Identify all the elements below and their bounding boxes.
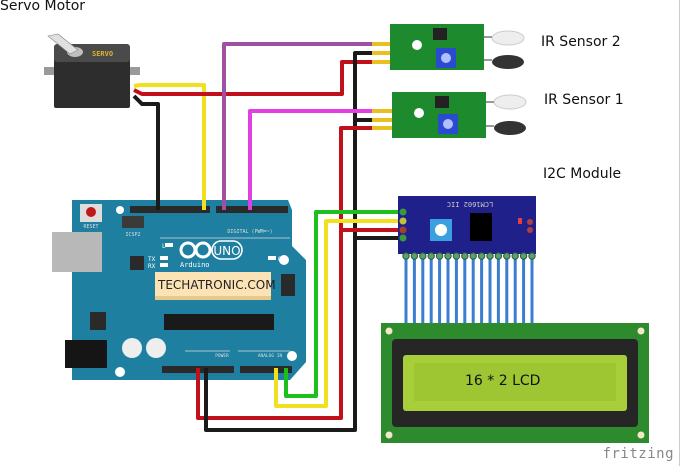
i2c-header-pin (469, 252, 477, 260)
ir-sensor-2 (390, 24, 525, 70)
i2c-header-pin (528, 252, 536, 260)
i2c-module-label: I2C Module (543, 166, 622, 182)
i2c-header-pin (435, 252, 444, 260)
i2c-title: LCM1602 IIC (447, 200, 493, 208)
i2c-header-pin (419, 252, 427, 260)
wire-ir1-out (248, 109, 378, 208)
reset-label: RESET (83, 224, 98, 230)
i2c-lcd-ribbon (402, 252, 536, 326)
i2c-header-pin (511, 252, 519, 260)
lcd-display (381, 323, 649, 443)
i2c-header-pin (461, 252, 469, 260)
i2c-header-pin (503, 252, 511, 260)
led-rx-label: RX (148, 263, 156, 270)
led-tx-label: TX (148, 256, 156, 263)
wire-servo-gnd (132, 94, 160, 208)
analog-label: ANALOG IN (258, 353, 283, 359)
i2c-module: LCM1602 IIC (398, 196, 536, 254)
i2c-header-pin (494, 252, 503, 260)
i2c-header-pin (402, 252, 410, 260)
i2c-header-pin (477, 252, 486, 260)
led-on-label: ON (278, 256, 286, 263)
wire-ir1-vcc (339, 126, 400, 232)
wire-servo-signal (133, 83, 206, 208)
i2c-header-pin (410, 252, 419, 260)
led-l-label: L (162, 243, 166, 250)
i2c-header-pin (427, 252, 435, 260)
i2c-header-pin (519, 252, 528, 260)
ir-sensor-1-label: IR Sensor 1 (544, 92, 624, 108)
power-label: POWER (215, 353, 229, 359)
servo-body-label: SERVO (92, 50, 113, 58)
lcd-text: 16 * 2 LCD (465, 373, 541, 389)
arduino-brand: Arduino (180, 261, 210, 269)
servo-motor-label: Servo Motor (0, 0, 86, 14)
techatronic-brand-box: TECHATRONIC.COM (158, 278, 276, 292)
wire-5v (196, 230, 343, 420)
servo-motor: SERVO (44, 33, 140, 108)
icsp2-label: ICSP2 (125, 232, 140, 238)
wire-i2c-scl (284, 210, 400, 398)
wire-ir2-gnd (353, 51, 400, 240)
ir-sensor-1 (392, 92, 527, 138)
wire-gnd (204, 238, 357, 432)
wire-servo-vcc (133, 60, 388, 96)
fritzing-watermark: fritzing (602, 446, 674, 462)
wire-ir2-out (222, 42, 378, 208)
wire-i2c-sda (274, 219, 400, 408)
ir-sensor-2-label: IR Sensor 2 (541, 34, 621, 50)
digital-label: DIGITAL (PWM=~) (227, 229, 272, 235)
i2c-header-pin (486, 252, 494, 260)
i2c-header-pin (444, 252, 452, 260)
i2c-header-pin (452, 252, 461, 260)
header-wire-stubs (156, 196, 288, 384)
arduino-uno: RESET ICSP2 DIGITAL (PWM=~) L TX RX ON U… (52, 200, 306, 380)
wires (132, 42, 400, 432)
uno-label: UNO (213, 244, 240, 258)
